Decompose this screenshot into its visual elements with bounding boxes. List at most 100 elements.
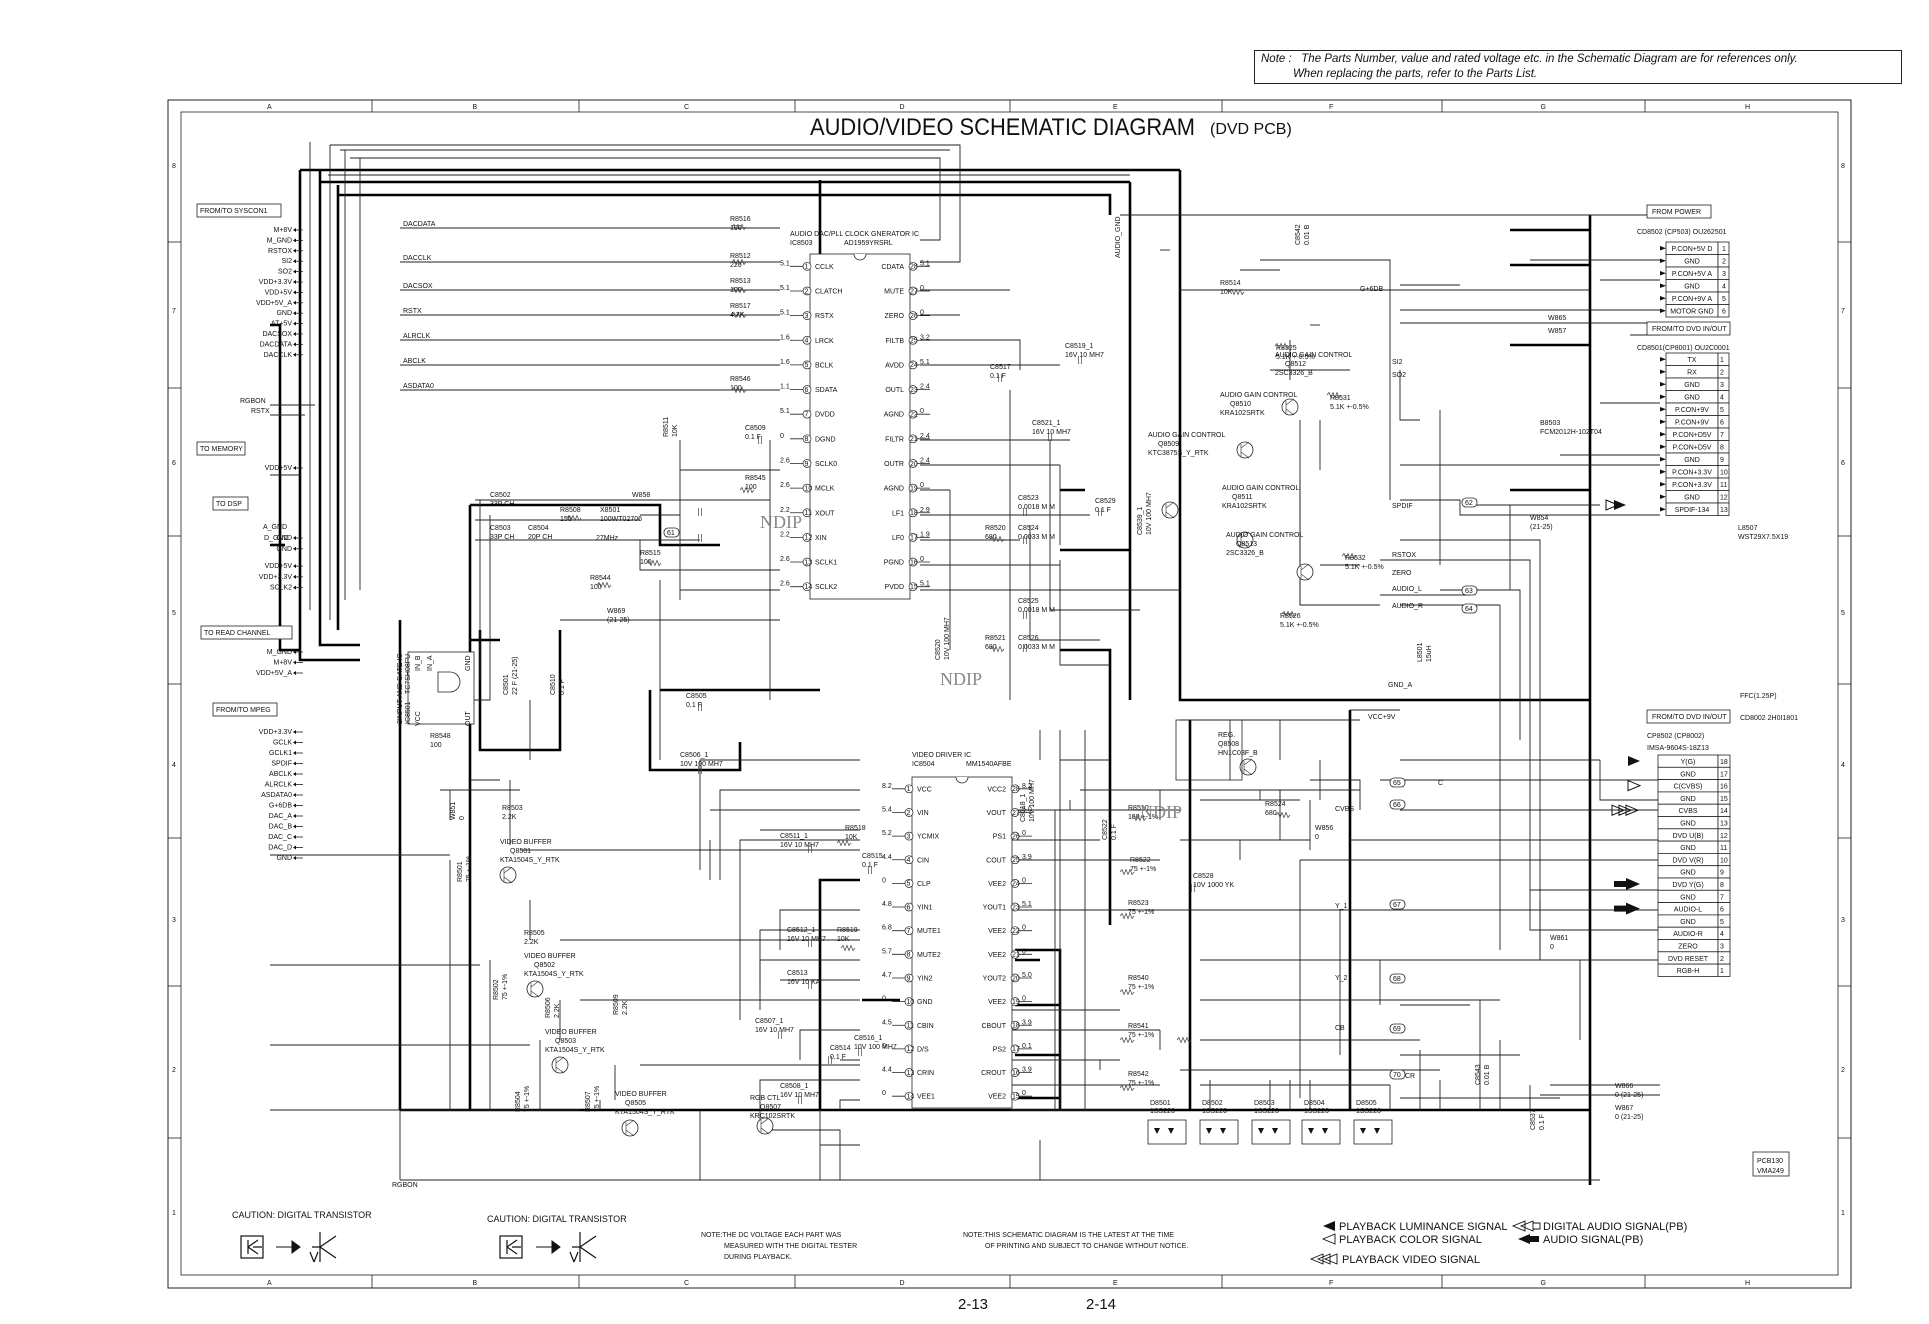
connector-pin-number: 13	[1720, 821, 1728, 828]
transistor-label: VIDEO BUFFER	[524, 953, 576, 960]
component-ref: C8501	[503, 674, 510, 695]
component-ref: R8507	[585, 1091, 592, 1112]
dvd-connector-1-label: FROM/TO DVD IN/OUT	[1652, 326, 1727, 333]
grid-col-top: B	[473, 104, 478, 111]
pin-arrow-head	[293, 332, 296, 336]
grid-col-bottom: B	[473, 1280, 478, 1287]
video-arrow-icon	[1625, 804, 1640, 816]
pin-number: 10	[907, 999, 915, 1006]
pin-number: 10	[805, 485, 813, 492]
connector-label: TO DSP	[216, 501, 242, 508]
pin-name: XIN	[815, 535, 827, 542]
component-ref: C8518_1	[1020, 793, 1027, 822]
component-value: 2.2K	[554, 1003, 561, 1018]
ffc-part: CD8002 2H0I1801	[1740, 715, 1798, 722]
capacitor-icon	[858, 1048, 862, 1056]
transistor-label: AUDIO GAIN CONTROL	[1148, 432, 1226, 439]
pin-arrow-head	[293, 730, 296, 734]
component-ref: R8517	[730, 303, 751, 310]
connector-pin: DAC_D	[268, 845, 292, 852]
page-number-left: 2-13	[958, 1296, 989, 1313]
component-ref: R8502	[493, 979, 500, 1000]
connector-pin: ABCLK	[269, 771, 292, 778]
pin-name: PS1	[993, 834, 1006, 841]
component-value: 5.1K +-0.5%	[1280, 622, 1319, 629]
watermark-2: NDIP	[940, 669, 982, 689]
pin-voltage: 0	[882, 1043, 886, 1050]
page-number-right: 2-14	[1086, 1296, 1117, 1313]
ic_dac-title: AUDIO DAC/PLL CLOCK GNERATOR IC	[790, 231, 919, 238]
pin-name: YIN2	[917, 975, 933, 982]
svg-text:DURING PLAYBACK.: DURING PLAYBACK.	[724, 1254, 792, 1261]
pin-name: MUTE	[884, 288, 904, 295]
component-ref: R8521	[985, 635, 1006, 642]
pin-number: 3	[805, 313, 809, 320]
connector-pin: GND	[1684, 395, 1700, 402]
pin-number: 5	[907, 881, 911, 888]
grid-row-right: 3	[1841, 917, 1845, 924]
connector-pin-number: 7	[1720, 894, 1724, 901]
pin-number: 16	[1012, 1070, 1020, 1077]
connector-pin: VDD+5V	[265, 563, 293, 570]
resistor-icon	[1176, 1036, 1192, 1044]
pin-name: SCLK0	[815, 461, 837, 468]
transistor-ref: Q8510	[1230, 401, 1251, 408]
component-value: 0.01 B	[1484, 1064, 1491, 1085]
diode-ref: D8504	[1304, 1100, 1325, 1107]
connector-pin: DAC_A	[269, 813, 293, 820]
grid-row-left: 5	[172, 610, 176, 617]
connector-pin-number: 4	[1720, 395, 1724, 402]
component-value: 100	[730, 385, 742, 392]
connector-pin: GND	[276, 855, 292, 862]
pin-name: SCLK1	[815, 560, 837, 567]
component-ref: R8524	[1265, 801, 1286, 808]
connector-pin: ZERO	[1678, 944, 1698, 951]
signal-name: ALRCLK	[403, 333, 431, 340]
resistor-icon	[566, 514, 582, 522]
pin-arrow-head	[293, 782, 296, 787]
pin-name: YIN1	[917, 905, 933, 912]
legend-color: PLAYBACK COLOR SIGNAL	[1339, 1234, 1482, 1246]
component-ref: C8514	[830, 1045, 851, 1052]
pin-arrow-head	[293, 311, 296, 316]
pin-voltage: 2.9	[920, 507, 930, 514]
connector-pin: P.CON+3.3V	[1672, 470, 1712, 477]
connector-pin-number: 5	[1720, 407, 1724, 414]
pin-number: 3	[907, 833, 911, 840]
legend-luminance: PLAYBACK LUMINANCE SIGNAL	[1339, 1221, 1508, 1233]
parts-note: Note : The Parts Number, value and rated…	[1254, 50, 1902, 84]
component-ref: W858	[632, 492, 650, 499]
pin-arrow-head	[293, 321, 296, 326]
pin-number: 8	[805, 436, 809, 443]
connector-pin: GND	[1680, 821, 1696, 828]
capacitor-icon	[808, 939, 812, 947]
net-label: G+6DB	[1360, 286, 1383, 293]
connector-pin: VDD+3.3V	[259, 279, 293, 286]
outline-arrow-icon	[1321, 1233, 1336, 1245]
component-ref: R8508	[560, 507, 581, 514]
pin-voltage: 3.9	[1022, 1019, 1032, 1026]
marker-number: 62	[1465, 500, 1473, 507]
component-value: 75 +-1%	[594, 1086, 601, 1112]
transistor-ref: Q8501	[510, 848, 531, 855]
component-value: 100	[745, 484, 757, 491]
ic_video-part: MM1540AFBE	[966, 761, 1012, 768]
ffc-label: FFC(1.25P)	[1740, 693, 1777, 700]
component-value: 0.0033 M M	[1018, 644, 1055, 651]
connector-pin: DACCLK	[264, 352, 293, 359]
pin-number: 2	[805, 288, 809, 295]
signal-legend: PLAYBACK LUMINANCE SIGNAL DIGITAL AUDIO …	[1309, 1220, 1687, 1266]
signal-name: RSTX	[403, 308, 422, 315]
component-ref: C8504	[528, 525, 549, 532]
pin-voltage: 4.7	[882, 972, 892, 979]
component-value: 0.1 F	[990, 373, 1006, 380]
component-ref: C8505	[686, 693, 707, 700]
luminance-arrow-icon	[1628, 756, 1640, 766]
connector-pin-number: 18	[1720, 759, 1728, 766]
power-connector-label: FROM POWER	[1652, 209, 1701, 216]
signal-name: DACCLK	[403, 255, 432, 262]
